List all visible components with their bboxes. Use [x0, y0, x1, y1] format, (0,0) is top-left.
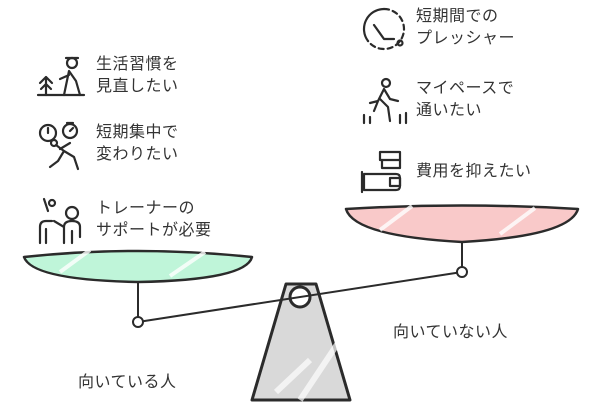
- right-item-pressure-line2: プレッシャー: [416, 28, 516, 47]
- trainer-pair-icon: [38, 197, 82, 245]
- right-item-own-pace-line2: 通いたい: [416, 100, 483, 119]
- left-item-short-term-line1: 短期集中で: [96, 122, 179, 141]
- clock-pressure-icon: [362, 7, 406, 51]
- left-pan: [22, 248, 254, 328]
- right-caption: 向いていない人: [393, 322, 509, 341]
- right-item-cost: 費用を抑えたい: [360, 148, 532, 196]
- walking-person-icon: [362, 77, 408, 125]
- right-item-cost-line1: 費用を抑えたい: [416, 161, 532, 180]
- left-caption: 向いている人: [78, 372, 177, 391]
- scale-beam: [137, 271, 463, 323]
- left-item-trainer: トレーナーの サポートが必要: [36, 197, 212, 247]
- right-item-pressure-line1: 短期間での: [416, 6, 499, 25]
- left-item-habits-line1: 生活習慣を: [96, 54, 179, 73]
- fulcrum: [250, 282, 352, 402]
- runner-stopwatch-icon: [38, 121, 80, 171]
- right-item-pressure: 短期間での プレッシャー: [360, 5, 515, 53]
- left-item-short-term-line2: 変わりたい: [96, 144, 179, 163]
- wallet-coins-icon: [360, 150, 402, 194]
- left-item-trainer-line1: トレーナーの: [96, 198, 196, 217]
- right-pan: [344, 204, 580, 278]
- left-item-short-term: 短期集中で 変わりたい: [36, 121, 179, 173]
- right-item-own-pace: マイペースで 通いたい: [360, 77, 514, 125]
- habit-person-icon: [36, 56, 86, 97]
- left-item-trainer-line2: サポートが必要: [96, 220, 212, 239]
- left-item-habits: 生活習慣を 見直したい: [36, 53, 179, 99]
- left-item-habits-line2: 見直したい: [96, 76, 179, 95]
- right-item-own-pace-line1: マイペースで: [416, 78, 515, 97]
